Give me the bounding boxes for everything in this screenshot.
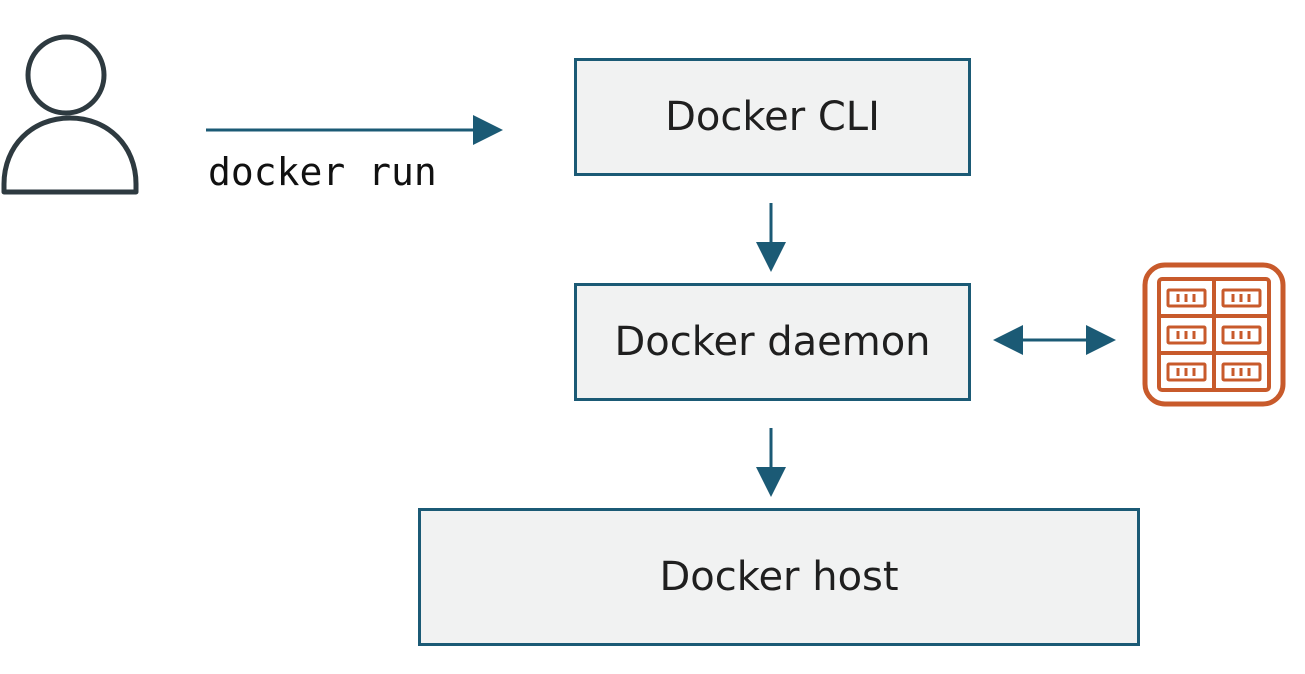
docker-run-command-label: docker run (208, 150, 437, 194)
docker-cli-label: Docker CLI (665, 94, 880, 140)
docker-cli-box: Docker CLI (574, 58, 971, 176)
docker-host-box: Docker host (418, 508, 1140, 646)
docker-daemon-label: Docker daemon (614, 319, 931, 365)
image-registry-icon (1142, 262, 1286, 407)
docker-daemon-box: Docker daemon (574, 283, 971, 401)
docker-host-label: Docker host (659, 554, 899, 600)
user-icon (1, 34, 139, 195)
